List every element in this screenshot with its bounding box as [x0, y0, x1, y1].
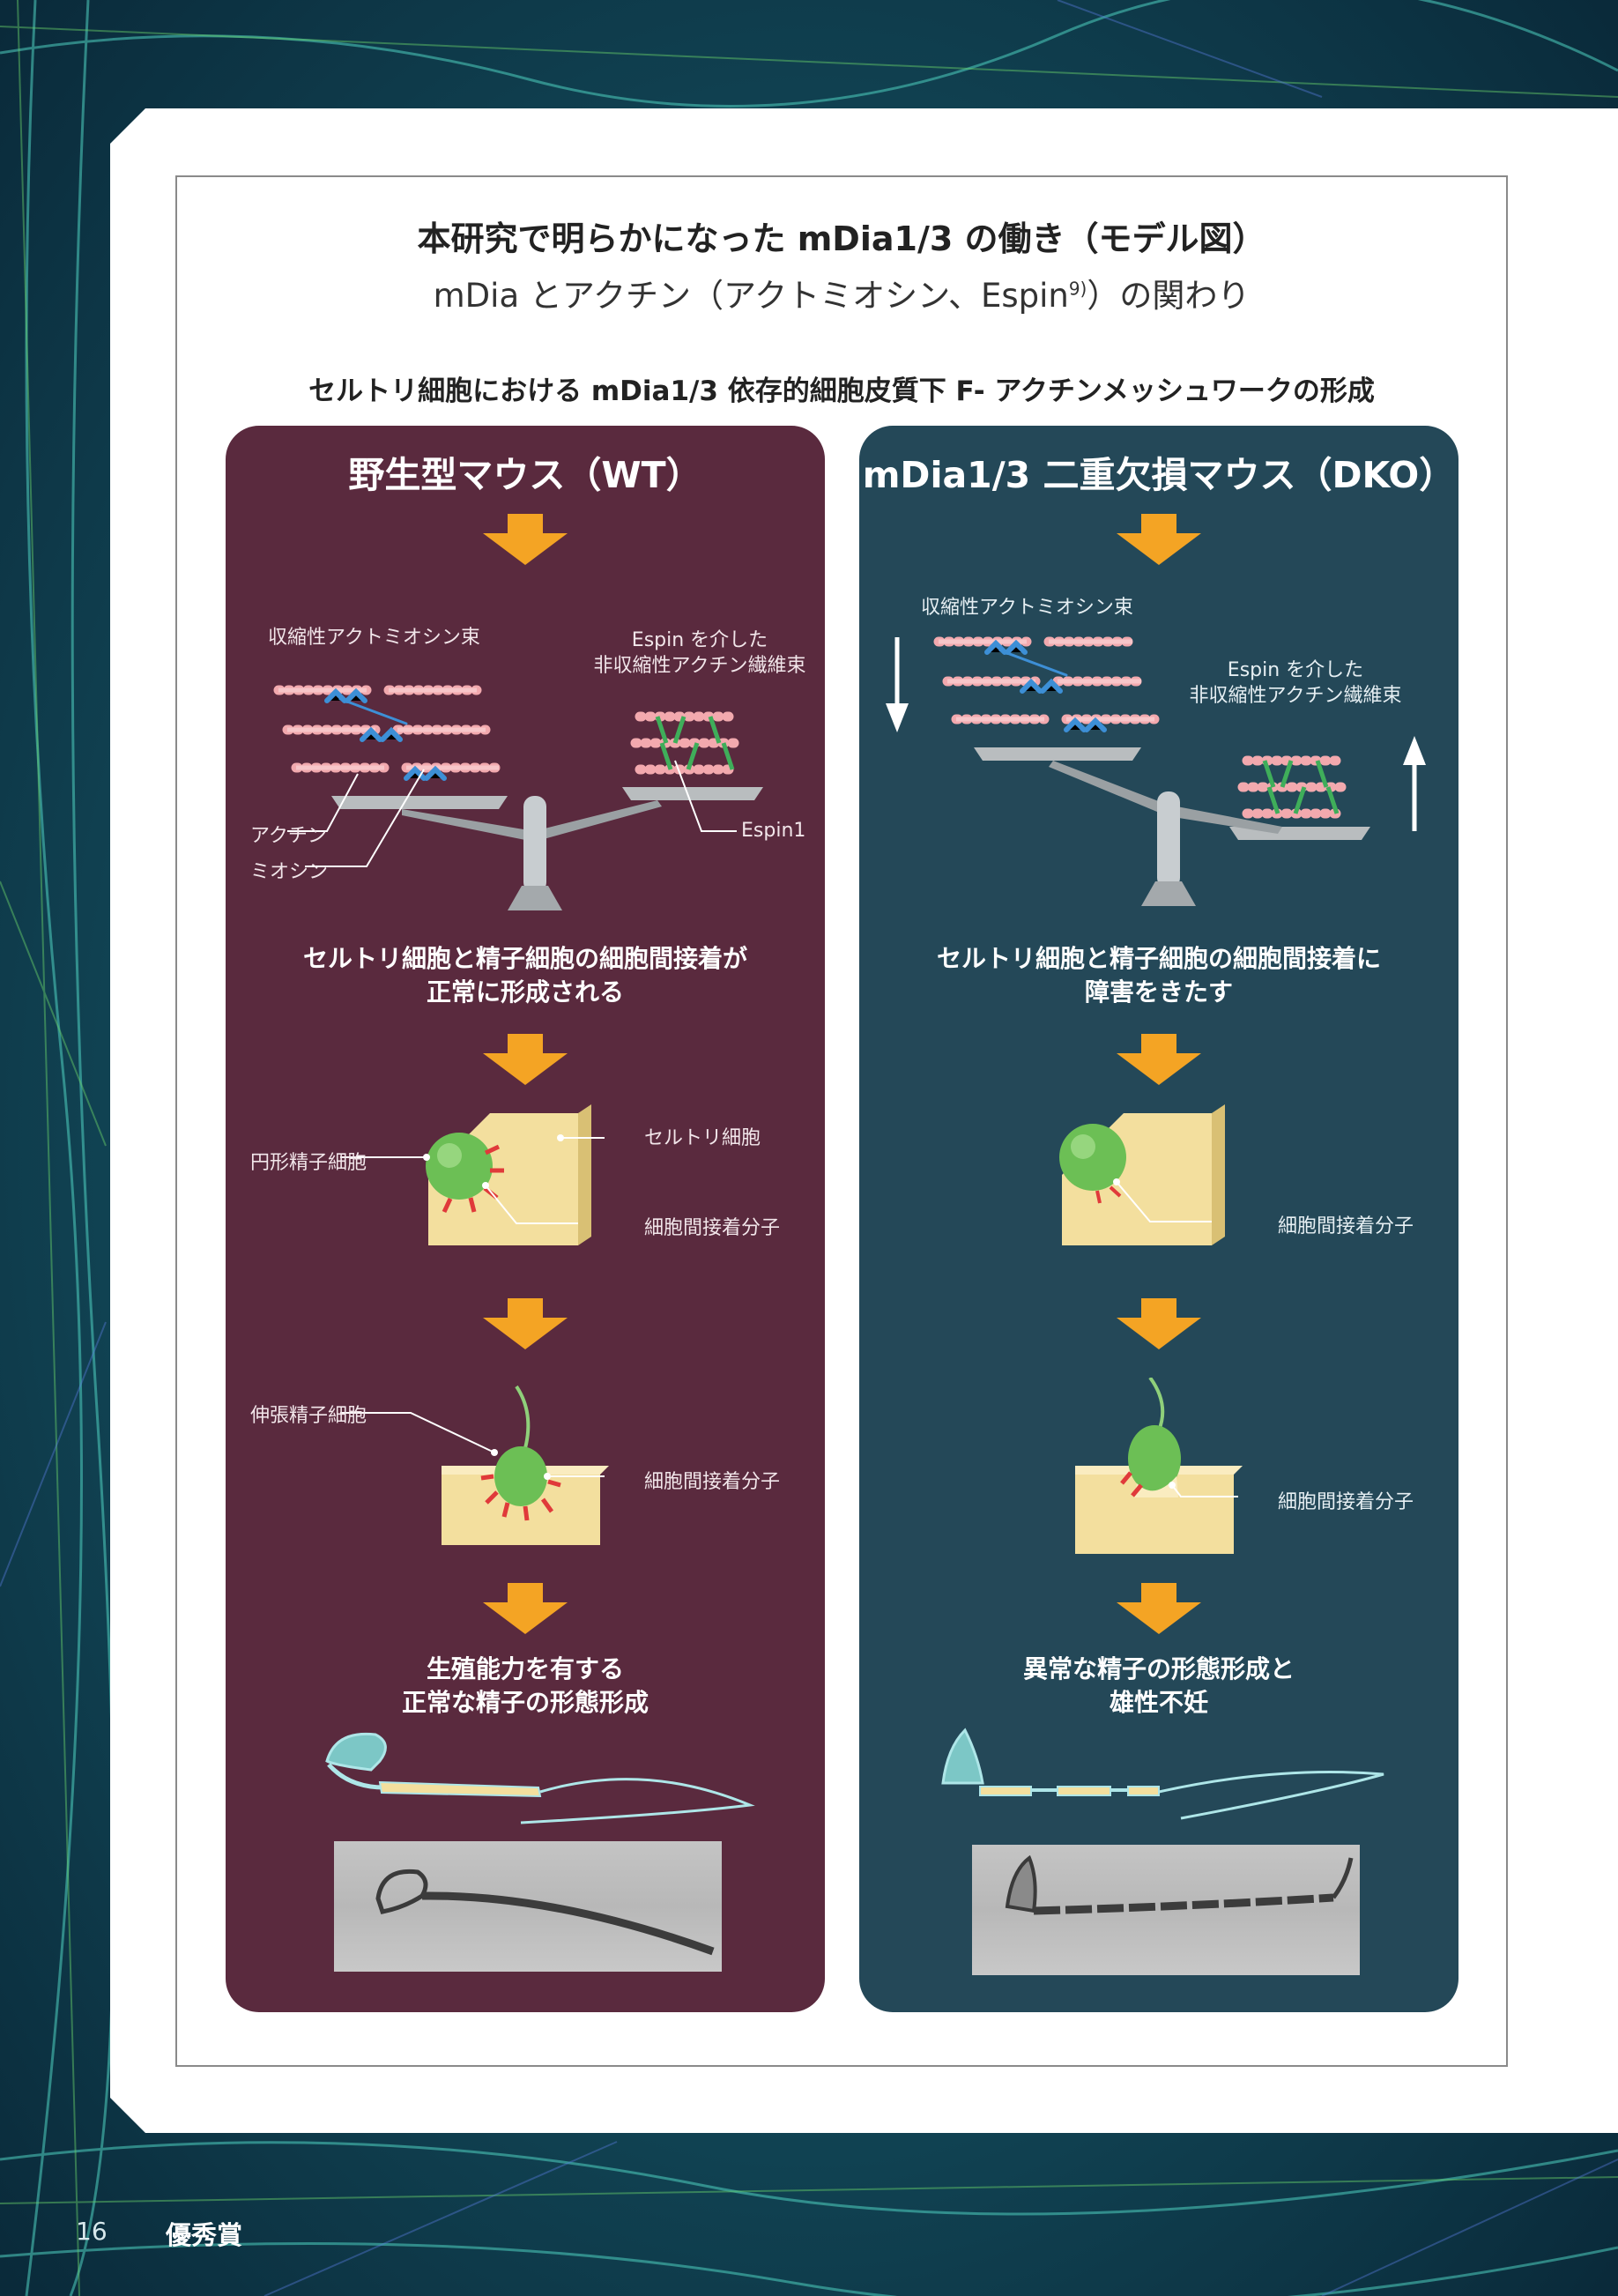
dko-label-adhesion-1: 細胞間接着分子 [1278, 1215, 1414, 1237]
espin-bundle [630, 711, 746, 775]
dko-label-espin-line2: 非収縮性アクチン繊維束 [1189, 684, 1402, 707]
wt-statement-outcome: 生殖能力を有する 正常な精子の形態形成 [226, 1653, 825, 1720]
wt-label-espin: Espin を介した 非収縮性アクチン繊維束 [594, 628, 806, 679]
leader-lines [287, 760, 737, 867]
dko-label-espin: Espin を介した 非収縮性アクチン繊維束 [1190, 658, 1402, 709]
dko-sperm-micrograph [972, 1845, 1360, 1975]
wt-statement-adhesion-line2: 正常に形成される [426, 977, 624, 1007]
dko-statement-outcome-line1: 異常な精子の形態形成と [1022, 1654, 1295, 1683]
wt-statement-adhesion-line1: セルトリ細胞と精子細胞の細胞間接着が [302, 944, 747, 973]
dko-balance-scale-illustration [933, 636, 1370, 906]
dko-sperm-micrograph-image [1005, 1854, 1354, 1915]
wt-statement-adhesion: セルトリ細胞と精子細胞の細胞間接着が 正常に形成される [226, 942, 825, 1009]
dko-statement-adhesion-line1: セルトリ細胞と精子細胞の細胞間接着に [936, 944, 1381, 973]
dko-panel-title: mDia1/3 二重欠損マウス（DKO） [862, 454, 1456, 496]
down-arrow-icon [483, 1298, 568, 1349]
wt-label-round-spermatid: 円形精子細胞 [250, 1152, 367, 1174]
dko-panel: mDia1/3 二重欠損マウス（DKO） 収縮性アクトミオシン束 Espin を… [859, 426, 1458, 2012]
up-arrow-icon [1403, 736, 1426, 831]
scale-body [974, 747, 1370, 906]
wt-statement-outcome-line1: 生殖能力を有する [426, 1654, 624, 1683]
wt-label-elongating-spermatid: 伸張精子細胞 [250, 1405, 367, 1427]
dko-statement-outcome: 異常な精子の形態形成と 雄性不妊 [859, 1653, 1458, 1720]
figure-frame [175, 175, 1508, 2067]
figure-title: 本研究で明らかになった mDia1/3 の働き（モデル図） [417, 219, 1266, 258]
dko-round-spermatid-illustration [1059, 1104, 1225, 1245]
wt-elongating-spermatid-illustration [340, 1385, 609, 1545]
subtitle-superscript: 9) [1068, 278, 1087, 300]
wt-label-espin-line2: 非収縮性アクチン繊維束 [593, 654, 806, 677]
wt-round-spermatid-illustration [340, 1104, 605, 1245]
scale-body [331, 787, 763, 910]
actomyosin-bundle [933, 636, 1160, 732]
actomyosin-bundle [273, 685, 504, 781]
down-arrow-icon [1117, 1298, 1201, 1349]
wt-balance-scale-illustration [273, 685, 763, 910]
page-number: 16 [76, 2217, 108, 2246]
dko-statement-outcome-line2: 雄性不妊 [1109, 1687, 1208, 1717]
wt-normal-sperm-illustration [325, 1732, 755, 1824]
down-arrow-icon [1117, 1583, 1201, 1634]
subtitle-tail: ）の関わり [1087, 277, 1251, 315]
down-arrow-icon [1117, 514, 1201, 565]
down-arrow-icon [483, 514, 568, 565]
award-label: 優秀賞 [166, 2220, 243, 2250]
dko-abnormal-sperm-illustration [941, 1728, 1384, 1820]
wt-label-contractile: 収縮性アクトミオシン束 [268, 627, 480, 649]
figure-subtitle: mDia とアクチン（アクトミオシン、Espin9)）の関わり [175, 269, 1508, 316]
section-heading: セルトリ細胞における mDia1/3 依存的細胞皮質下 F- アクチンメッシュワ… [308, 375, 1375, 407]
down-arrow-icon [483, 1034, 568, 1085]
wt-statement-outcome-line2: 正常な精子の形態形成 [401, 1687, 649, 1717]
subtitle-text: mDia とアクチン（アクトミオシン、Espin [433, 277, 1069, 315]
down-arrow-icon [483, 1583, 568, 1634]
dko-statement-adhesion-line2: 障害をきたす [1084, 977, 1233, 1007]
wt-label-espin-line1: Espin を介した [631, 629, 768, 651]
wt-label-adhesion-1: 細胞間接着分子 [644, 1217, 781, 1239]
dko-label-contractile: 収縮性アクトミオシン束 [921, 597, 1133, 619]
down-arrow-icon [1117, 1034, 1201, 1085]
wt-label-actin: アクチン [250, 825, 327, 847]
wt-label-espin1: Espin1 [741, 820, 806, 842]
wt-label-sertoli: セルトリ細胞 [644, 1127, 761, 1149]
dko-label-adhesion-2: 細胞間接着分子 [1278, 1491, 1414, 1513]
wt-label-adhesion-2: 細胞間接着分子 [644, 1471, 781, 1493]
espin-bundle [1237, 755, 1349, 819]
wt-panel-title: 野生型マウス（WT） [348, 454, 702, 496]
wt-sperm-micrograph [334, 1841, 722, 1972]
dko-elongating-spermatid-illustration [1075, 1378, 1243, 1554]
down-arrow-icon [886, 637, 909, 732]
wt-label-myosin: ミオシン [250, 861, 329, 883]
dko-label-espin-line1: Espin を介した [1227, 659, 1364, 681]
wt-sperm-micrograph-image [375, 1869, 715, 1956]
wt-panel: 野生型マウス（WT） 収縮性アクトミオシン束 Espin を介した 非収縮性アク… [226, 426, 825, 2012]
dko-statement-adhesion: セルトリ細胞と精子細胞の細胞間接着に 障害をきたす [859, 942, 1458, 1009]
